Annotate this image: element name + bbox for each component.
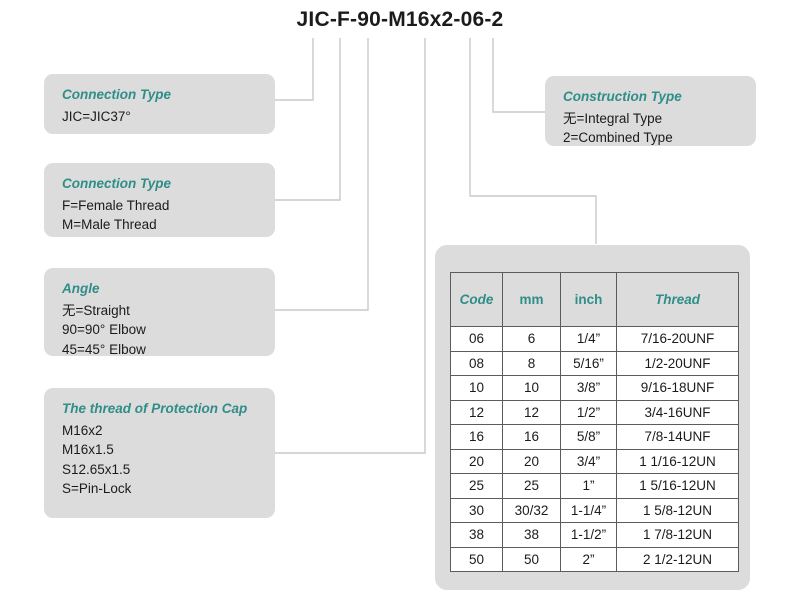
callout-heading: Connection Type <box>62 176 172 191</box>
spec-table-header-mm: mm <box>502 272 561 327</box>
page-title: JIC-F-90-M16x2-06-2 <box>296 8 504 31</box>
callout-connection-type-thread: Connection Type F=Female Thread M=Male T… <box>44 163 275 237</box>
callout-heading: Connection Type <box>62 87 172 102</box>
callout-protection-cap-thread: The thread of Protection Cap M16x2 M16x1… <box>44 388 275 518</box>
callout-line: F=Female Thread <box>62 198 170 214</box>
callout-line: M=Male Thread <box>62 217 157 233</box>
spec-table-cell: 38 <box>502 522 561 548</box>
spec-table-cell: 1-1/2” <box>560 522 617 548</box>
spec-table-cell: 12 <box>502 399 561 425</box>
spec-table-cell: 1/2-20UNF <box>616 350 739 376</box>
spec-table-cell: 50 <box>450 546 503 572</box>
spec-table-cell: 3/4” <box>560 448 617 474</box>
callout-line: S12.65x1.5 <box>62 461 131 477</box>
spec-table-cell: 38 <box>450 522 503 548</box>
callout-line: M16x1.5 <box>62 442 114 458</box>
callout-heading: Construction Type <box>563 89 682 104</box>
callout-angle: Angle 无=Straight 90=90° Elbow 45=45° Elb… <box>44 268 275 357</box>
spec-table-cell: 06 <box>450 326 503 352</box>
spec-table-cell: 10 <box>502 375 561 401</box>
spec-table-cell: 8 <box>502 350 561 376</box>
callout-line: 90=90° Elbow <box>62 322 146 338</box>
callout-line: 45=45° Elbow <box>62 341 146 357</box>
leader-line-connection-type-jic <box>275 38 314 101</box>
spec-table-cell: 1/2” <box>560 399 617 425</box>
spec-table-cell: 1 1/16-12UN <box>616 448 739 474</box>
spec-table-cell: 25 <box>502 473 561 499</box>
spec-table-cell: 2” <box>560 546 617 572</box>
callout-line: JIC=JIC37° <box>62 109 131 125</box>
spec-table-cell: 3/8” <box>560 375 617 401</box>
spec-table-cell: 1” <box>560 473 617 499</box>
spec-table-cell: 10 <box>450 375 503 401</box>
callout-line: M16x2 <box>62 423 103 439</box>
spec-table-cell: 1 5/8-12UN <box>616 497 739 523</box>
spec-table-cell: 16 <box>502 424 561 450</box>
spec-table-cell: 50 <box>502 546 561 572</box>
spec-table-header-thread: Thread <box>616 272 739 327</box>
callout-line: S=Pin-Lock <box>62 480 132 496</box>
spec-table-cell: 1-1/4” <box>560 497 617 523</box>
callout-connection-type-jic: Connection Type JIC=JIC37° <box>44 74 275 134</box>
spec-table-cell: 16 <box>450 424 503 450</box>
spec-table-cell: 12 <box>450 399 503 425</box>
spec-table-cell: 1/4” <box>560 326 617 352</box>
leader-line-protection-cap <box>275 38 426 454</box>
spec-table-header-code: Code <box>450 272 503 327</box>
spec-table-cell: 30/32 <box>502 497 561 523</box>
callout-heading: Angle <box>62 281 100 296</box>
leader-line-connection-type-thread <box>275 38 341 201</box>
callout-heading: The thread of Protection Cap <box>62 401 248 416</box>
spec-table-header-row: Code mm inch Thread <box>450 272 739 327</box>
spec-table-cell: 1 5/16-12UN <box>616 473 739 499</box>
spec-table-cell: 30 <box>450 497 503 523</box>
spec-table-cell: 25 <box>450 473 503 499</box>
spec-table-cell: 20 <box>450 448 503 474</box>
spec-table-cell: 5/16” <box>560 350 617 376</box>
callout-line: 2=Combined Type <box>563 130 673 146</box>
spec-table-cell: 7/8-14UNF <box>616 424 739 450</box>
spec-table-cell: 1 7/8-12UN <box>616 522 739 548</box>
spec-table-cell: 6 <box>502 326 561 352</box>
callout-line: 无=Straight <box>62 303 130 319</box>
leader-line-construction-type <box>492 38 545 113</box>
spec-table-cell: 20 <box>502 448 561 474</box>
spec-table-cell: 5/8” <box>560 424 617 450</box>
spec-table-cell: 08 <box>450 350 503 376</box>
leader-line-angle <box>275 38 369 311</box>
spec-table-header-inch: inch <box>560 272 617 327</box>
spec-table-cell: 7/16-20UNF <box>616 326 739 352</box>
callout-construction-type: Construction Type 无=Integral Type 2=Comb… <box>545 76 756 146</box>
spec-table-cell: 3/4-16UNF <box>616 399 739 425</box>
spec-table-cell: 2 1/2-12UN <box>616 546 739 572</box>
spec-table-cell: 9/16-18UNF <box>616 375 739 401</box>
callout-line: 无=Integral Type <box>563 111 663 127</box>
